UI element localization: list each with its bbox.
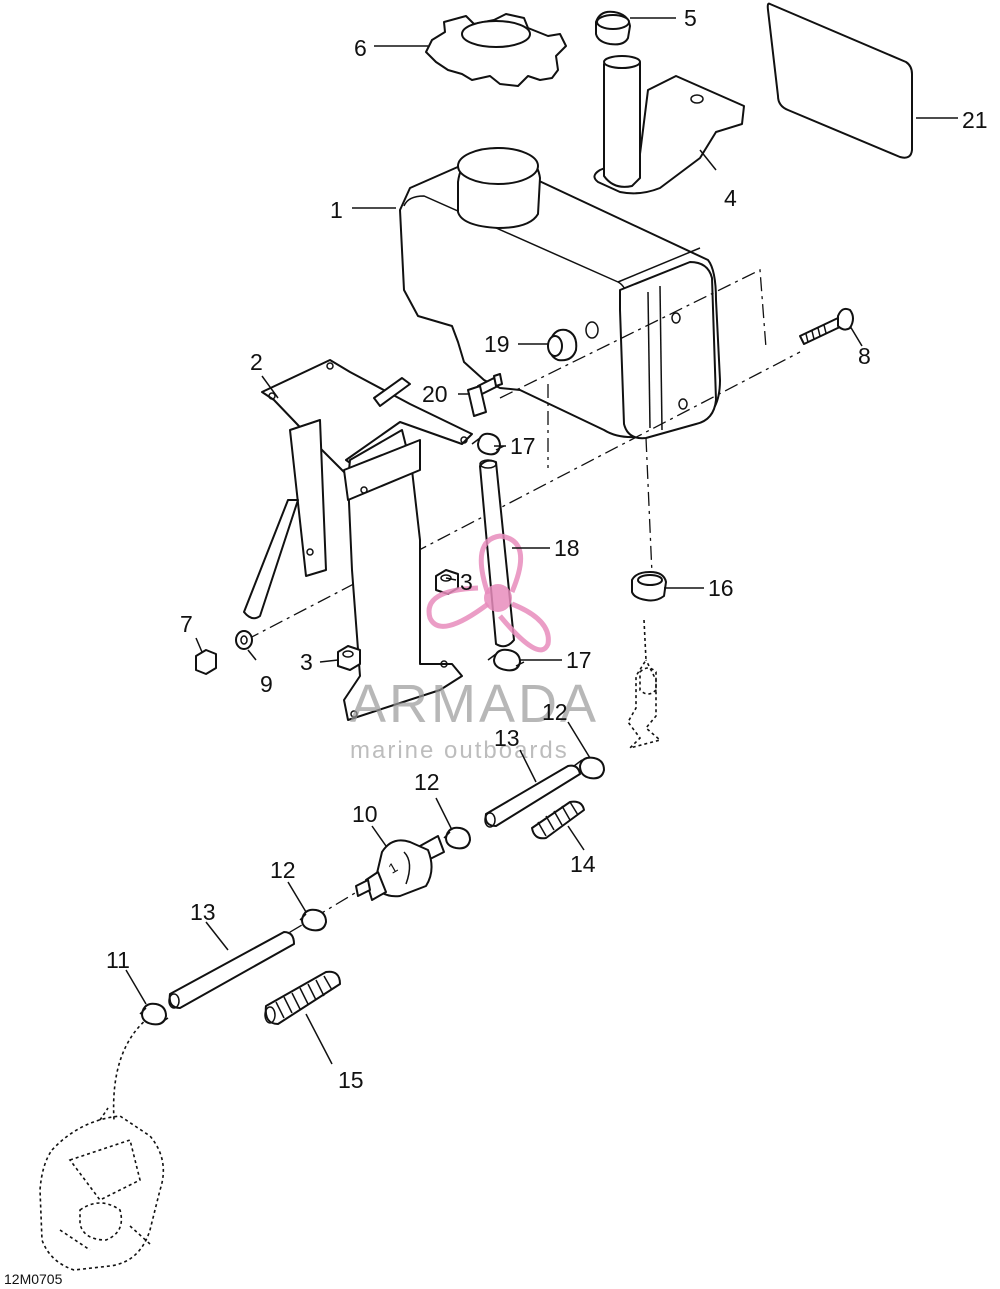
leader-lines bbox=[125, 17, 958, 1065]
watermark-tagline: marine outboards bbox=[350, 737, 569, 764]
watermark-brand: ARMADA bbox=[350, 674, 599, 734]
callout-7: 7 bbox=[180, 611, 193, 637]
part-hose-clamp-lower bbox=[487, 648, 525, 672]
part-hose-spring-short bbox=[531, 800, 585, 840]
callout-20: 20 bbox=[422, 381, 448, 407]
part-lock-nut bbox=[195, 649, 217, 675]
callout-12-middle: 12 bbox=[414, 769, 440, 795]
callout-16: 16 bbox=[708, 575, 734, 601]
callout-5: 5 bbox=[684, 5, 697, 31]
engine-phantom-outline bbox=[39, 1107, 165, 1271]
callout-9: 9 bbox=[260, 671, 273, 697]
part-plug bbox=[595, 10, 631, 46]
part-fuel-hose-lower bbox=[168, 931, 295, 1009]
part-clamp-end bbox=[139, 1002, 169, 1026]
callout-14: 14 bbox=[570, 851, 596, 877]
callout-19: 19 bbox=[484, 331, 510, 357]
callout-11: 11 bbox=[106, 947, 130, 973]
part-filler-neck bbox=[593, 55, 745, 195]
callout-13-lower: 13 bbox=[190, 899, 216, 925]
callout-12-right: 12 bbox=[542, 699, 568, 725]
callout-21: 21 bbox=[962, 107, 988, 133]
part-clamp-filter-inlet bbox=[299, 908, 327, 932]
callout-12-left: 12 bbox=[270, 857, 296, 883]
part-pickup-tube bbox=[627, 619, 662, 750]
part-clamp-filter-outlet bbox=[443, 826, 471, 850]
callout-10: 10 bbox=[352, 801, 378, 827]
part-grommet bbox=[547, 328, 578, 362]
part-hose-clamp-upper bbox=[471, 432, 505, 456]
callout-6: 6 bbox=[354, 35, 367, 61]
part-elbow-fitting bbox=[467, 373, 503, 417]
part-decal bbox=[766, 2, 913, 159]
callout-2: 2 bbox=[250, 349, 263, 375]
callout-1: 1 bbox=[330, 197, 343, 223]
part-mounting-bracket bbox=[243, 359, 473, 721]
callout-17-lower: 17 bbox=[566, 647, 592, 673]
callout-3-lower: 3 bbox=[300, 649, 313, 675]
part-oil-tank bbox=[399, 147, 721, 440]
part-fuel-hose-upper bbox=[484, 764, 581, 828]
part-bolt bbox=[799, 307, 854, 345]
callout-8: 8 bbox=[858, 343, 871, 369]
callout-17-upper: 17 bbox=[510, 433, 536, 459]
part-clamp-right bbox=[573, 756, 605, 780]
part-washer bbox=[235, 630, 253, 650]
watermark: ARMADA marine outboards bbox=[350, 533, 599, 764]
part-pickup-grommet bbox=[631, 571, 667, 602]
diagram-reference-code: 12M0705 bbox=[4, 1271, 63, 1287]
callout-15: 15 bbox=[338, 1067, 364, 1093]
part-hose-spring-long bbox=[264, 970, 341, 1025]
part-vent-hose bbox=[479, 459, 515, 648]
watermark-propeller-logo bbox=[426, 533, 551, 653]
callout-4: 4 bbox=[724, 185, 737, 211]
part-fuel-filter: 1 bbox=[355, 835, 445, 901]
callout-18: 18 bbox=[554, 535, 580, 561]
callout-13-upper: 13 bbox=[494, 725, 520, 751]
part-nut-lower bbox=[337, 645, 361, 671]
callout-3-upper: 3 bbox=[460, 569, 473, 595]
part-filler-cap bbox=[425, 13, 567, 87]
callout-labels: 1 2 3 3 4 5 6 7 8 9 10 11 12 12 12 13 13… bbox=[106, 5, 988, 1093]
